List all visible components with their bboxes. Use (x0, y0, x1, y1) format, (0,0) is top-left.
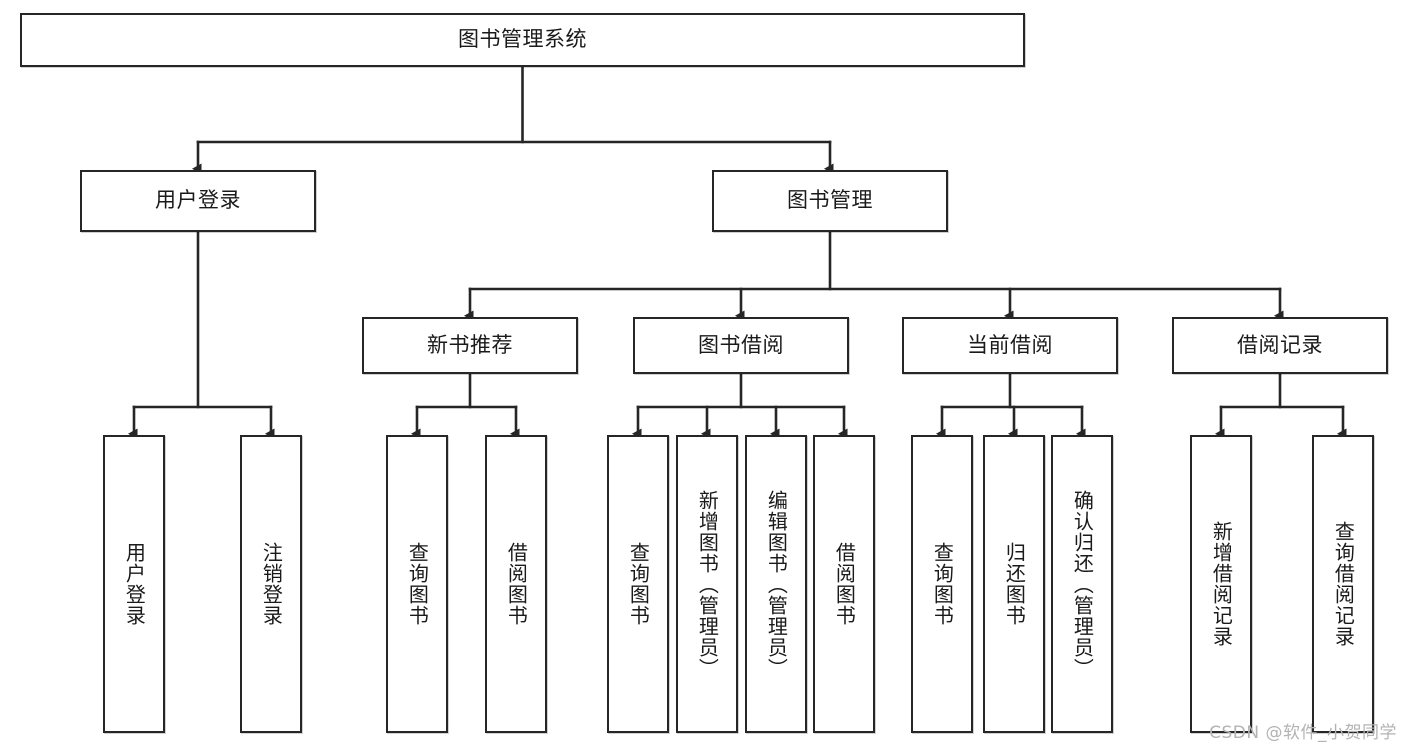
node-label: 图书借阅 (698, 332, 784, 357)
node-label: 借阅图书 (504, 542, 529, 626)
node-label: 当前借阅 (967, 332, 1053, 357)
node-label: 新增图书（管理员） (695, 489, 720, 679)
node-leaf-records-1[interactable]: 新增借阅记录 (1190, 435, 1252, 733)
node-label: 借阅图书 (832, 542, 857, 626)
node-leaf-current-1[interactable]: 查询图书 (911, 435, 973, 733)
node-bookmgmt[interactable]: 图书管理 (712, 170, 948, 232)
node-label: 确认归还（管理员） (1070, 489, 1095, 679)
node-label: 查询图书 (405, 542, 430, 626)
node-label: 用户登录 (155, 188, 241, 213)
node-leaf-records-2[interactable]: 查询借阅记录 (1312, 435, 1374, 733)
node-label: 查询图书 (930, 542, 955, 626)
node-leaf-current-2[interactable]: 归还图书 (983, 435, 1045, 733)
node-leaf-login-1[interactable]: 用户登录 (103, 435, 165, 733)
edges-group (134, 65, 1343, 434)
node-label: 归还图书 (1002, 542, 1027, 626)
node-label: 新增借阅记录 (1209, 521, 1234, 647)
node-leaf-borrow-2[interactable]: 新增图书（管理员） (676, 435, 738, 733)
node-borrow[interactable]: 图书借阅 (633, 317, 849, 374)
node-current[interactable]: 当前借阅 (902, 317, 1118, 374)
node-label: 新书推荐 (427, 332, 513, 357)
node-label: 借阅记录 (1237, 332, 1323, 357)
node-newrec[interactable]: 新书推荐 (362, 317, 578, 374)
node-leaf-current-3[interactable]: 确认归还（管理员） (1051, 435, 1113, 733)
node-leaf-login-2[interactable]: 注销登录 (240, 435, 302, 733)
node-records[interactable]: 借阅记录 (1172, 317, 1388, 374)
node-label: 注销登录 (259, 542, 284, 626)
node-label: 查询图书 (626, 542, 651, 626)
node-leaf-borrow-4[interactable]: 借阅图书 (813, 435, 875, 733)
node-label: 编辑图书（管理员） (764, 489, 789, 679)
node-leaf-borrow-3[interactable]: 编辑图书（管理员） (745, 435, 807, 733)
node-root[interactable]: 图书管理系统 (20, 13, 1025, 67)
node-label: 图书管理系统 (458, 27, 587, 52)
node-leaf-borrow-1[interactable]: 查询图书 (607, 435, 669, 733)
node-login[interactable]: 用户登录 (80, 170, 316, 232)
node-label: 查询借阅记录 (1331, 521, 1356, 647)
node-leaf-newrec-1[interactable]: 查询图书 (386, 435, 448, 733)
node-leaf-newrec-2[interactable]: 借阅图书 (485, 435, 547, 733)
node-label: 图书管理 (787, 188, 873, 213)
node-label: 用户登录 (122, 542, 147, 626)
